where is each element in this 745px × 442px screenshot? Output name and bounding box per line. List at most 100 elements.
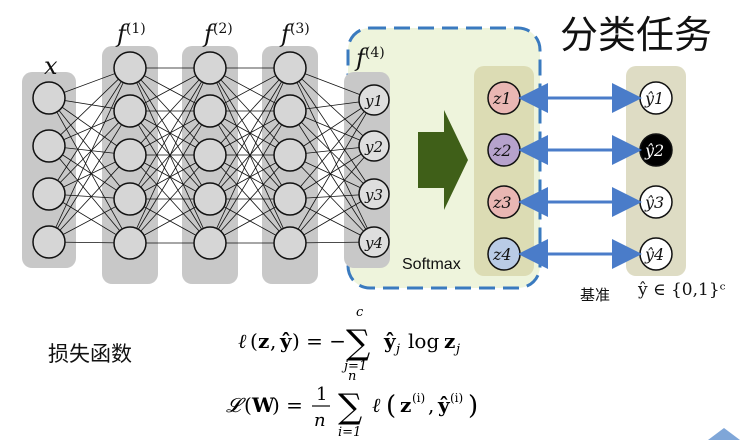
input-node [32,177,66,211]
svg-text:j: j [393,342,400,357]
output-y-label: y3 [364,186,383,204]
svg-text:1: 1 [316,384,327,405]
h3-y-edge [289,67,375,195]
svg-text:∑: ∑ [338,387,362,427]
output-y-label: y1 [364,92,383,110]
svg-text:) =: ) = [272,393,303,417]
layer-label-f1: f(1) [117,20,146,48]
svg-text:ℓ: ℓ [238,329,247,353]
svg-text:ℓ: ℓ [372,393,381,417]
h2-h3-edge [209,67,291,244]
input-node [32,81,66,115]
input-h1-edge [48,145,131,244]
input-h1-edge [48,67,131,195]
svg-text:) = −: ) = − [292,329,346,353]
h1-h2-edge [129,67,211,200]
input-node [32,225,66,259]
h1-h2-edge [129,110,211,244]
hidden-node [273,138,307,172]
hidden-node [273,226,307,260]
target-band [626,66,686,276]
svg-text:(: ( [250,329,258,353]
output-y-node [358,84,390,116]
input-node [32,129,66,163]
svg-text:j=1: j=1 [341,359,367,374]
corner-logo-icon [708,428,740,440]
svg-text:(: ( [244,393,252,417]
h2-h3-edge [209,67,291,156]
svg-text:n: n [348,369,356,384]
svg-text:log: log [408,329,439,353]
svg-text:𝓛: 𝓛 [226,393,246,417]
svg-text:i=1: i=1 [338,425,361,440]
h3-y-edge [289,154,375,243]
h3-y-edge [289,110,375,195]
target-label: ŷ2 [644,141,664,160]
hidden-node [113,182,147,216]
input-layer-band [22,72,76,268]
softmax-arrow [418,110,468,210]
hidden-node [193,138,227,172]
h2-h3-edge [209,110,291,244]
svg-text:c: c [356,305,364,320]
hidden-node [113,226,147,260]
hidden-node [193,226,227,260]
output-z-label: z1 [492,89,512,108]
svg-text:∑: ∑ [346,323,370,363]
h2-h3-edge [209,154,291,244]
hidden-node [113,51,147,85]
output-y-band [344,72,390,268]
h3-y-edge [289,145,375,244]
hidden-node [193,51,227,85]
hidden-node [113,94,147,128]
layer-label-f4: f(4) [356,44,385,72]
h3-y-edge [289,67,375,147]
input-h1-edge [48,110,131,195]
svg-text:ŷ: ŷ [383,329,397,353]
hidden-node [273,94,307,128]
layer-label-input: x [44,52,58,80]
hidden-node [113,138,147,172]
layer-label-f3: f(3) [281,20,310,48]
hidden-node [193,94,227,128]
h3-y-edge [289,67,375,243]
h3-y-edge [289,99,375,244]
baseline-label: 基准 [580,286,611,304]
output-y-node [358,178,390,210]
svg-text:,: , [428,393,434,417]
hidden-node [273,182,307,216]
svg-text:z: z [444,329,455,353]
output-y-label: y4 [364,234,383,252]
loss-equation-2: 𝓛 ( W ) = 1 n ∑ n i=1 ℓ ( z (i) , ŷ (i) … [226,369,478,440]
svg-text:(i): (i) [412,391,425,405]
loss-equation-1: ℓ ( z , ŷ ) = − ∑ c j=1 ŷ j log z j [238,305,460,374]
h1-h2-edge [129,67,211,244]
h3-y-edge [289,99,375,200]
target-label: ŷ1 [644,89,664,108]
input-h1-edge [48,67,131,147]
h3-y-edge [289,110,375,243]
output-z-label: z3 [492,193,512,212]
h1-h2-edge [129,67,211,156]
svg-text:,: , [270,329,276,353]
page-title: 分类任务 [560,13,713,57]
input-h1-edge [48,97,131,200]
input-h1-edge [48,97,131,244]
svg-text:(i): (i) [450,391,463,405]
svg-text:z: z [400,393,411,417]
input-h1-edge [48,154,131,243]
input-h1-edge [48,110,131,243]
target-label: ŷ3 [644,193,664,212]
output-z-label: z4 [492,245,512,264]
svg-text:j: j [453,342,460,357]
h1-h2-edge [129,154,211,244]
softmax-label: Softmax [402,256,461,273]
output-z-band [474,66,534,276]
svg-text:(: ( [386,391,396,421]
loss-function-label: 损失函数 [48,342,132,366]
svg-text:ŷ: ŷ [437,393,451,417]
target-label: ŷ4 [644,245,664,264]
svg-text:): ) [468,391,478,421]
output-z-label: z2 [492,141,512,160]
